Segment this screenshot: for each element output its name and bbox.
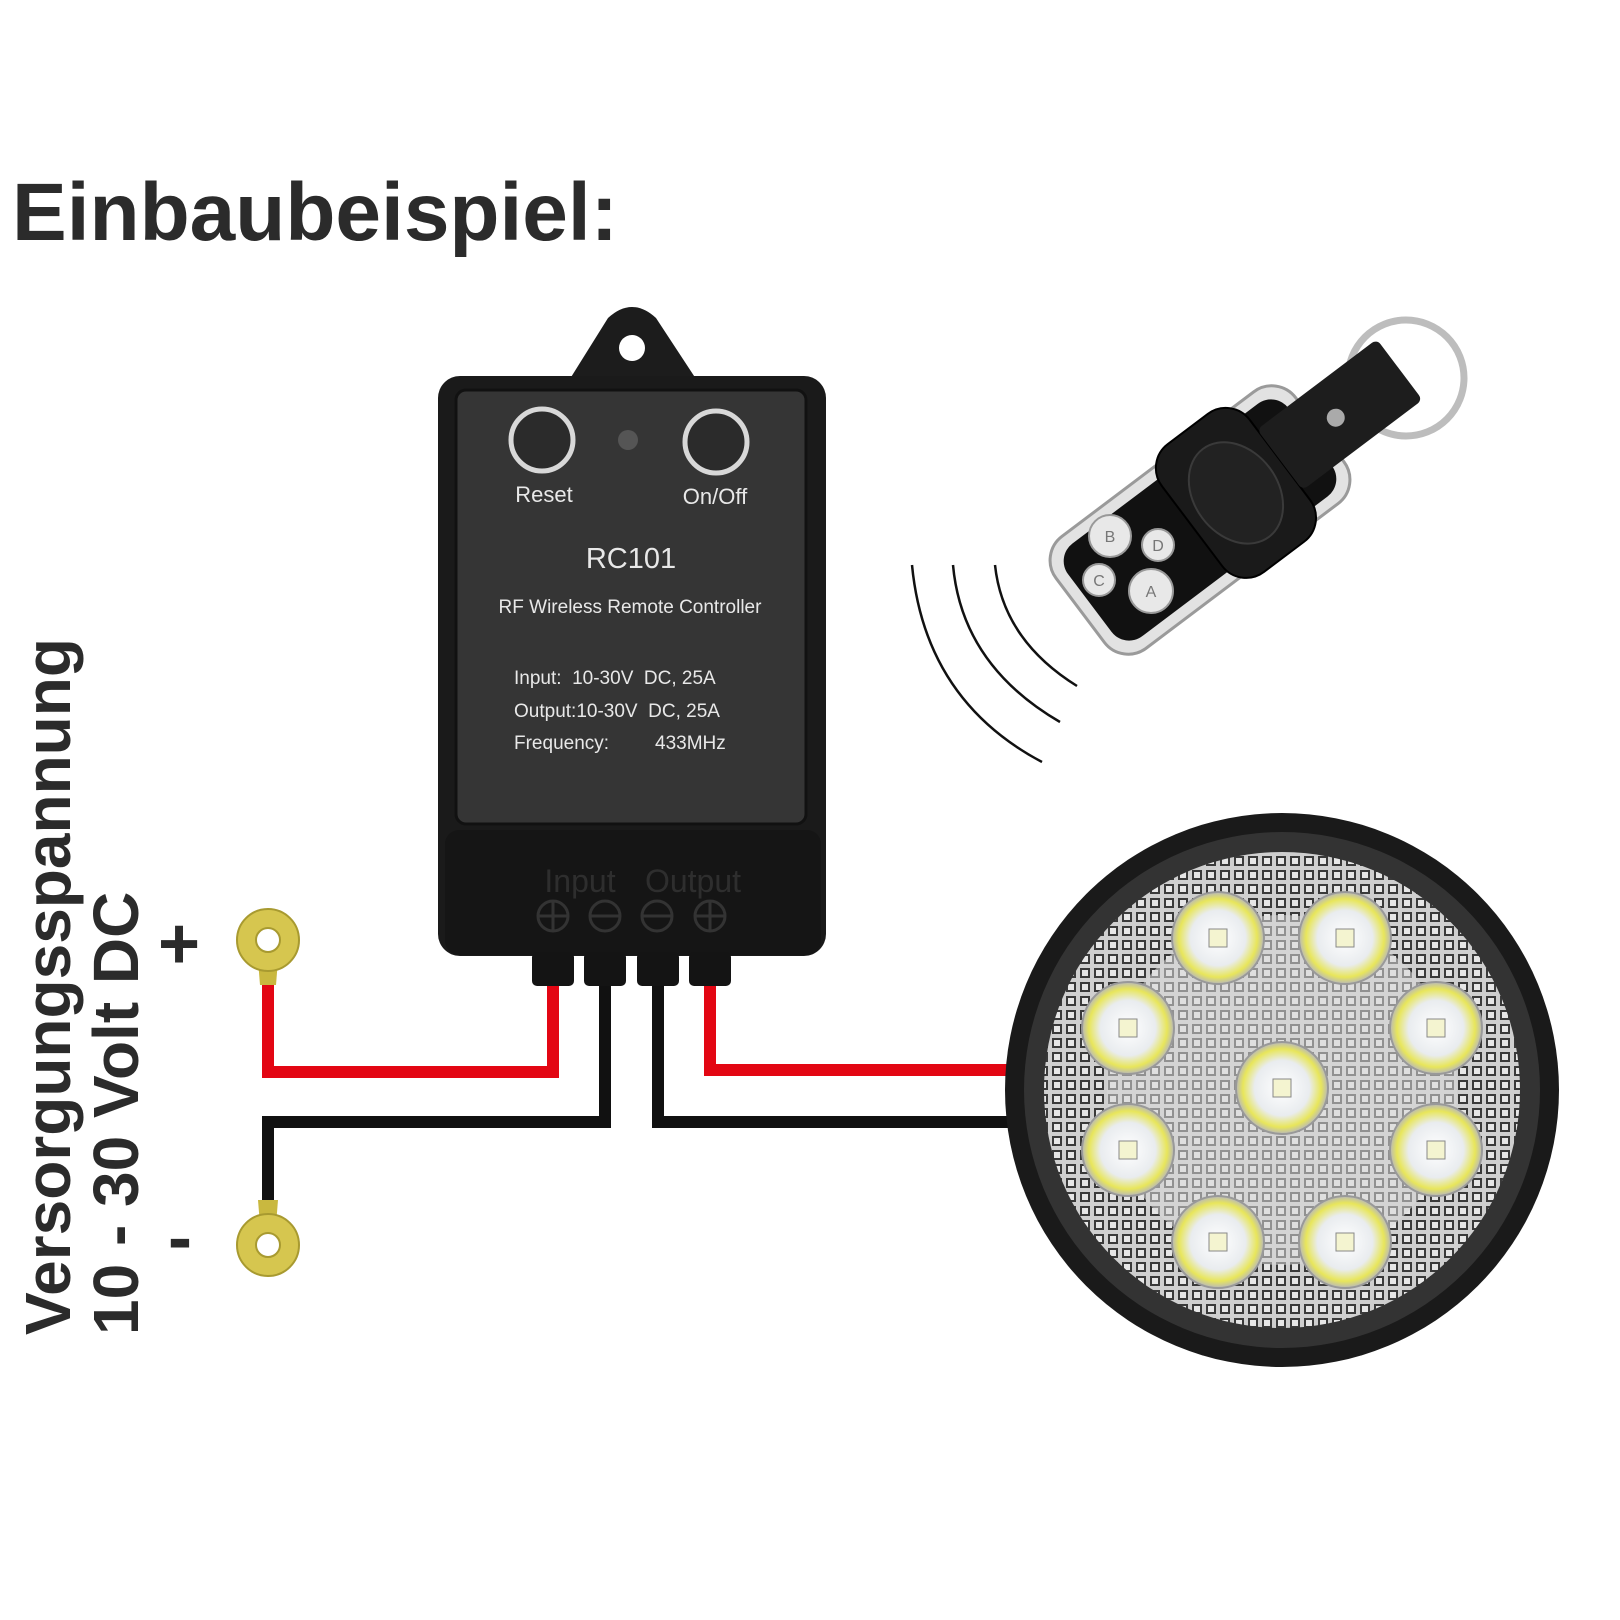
radio-signal-icon <box>910 564 1078 764</box>
reset-label: Reset <box>515 482 572 507</box>
mounting-hole <box>619 335 645 361</box>
status-led <box>618 430 638 450</box>
negative-ring-terminal <box>236 1200 300 1277</box>
remote-button-b[interactable]: B <box>1088 514 1132 558</box>
reset-button[interactable] <box>508 406 576 474</box>
input-spec: Input: 10-30V DC, 25A <box>514 668 716 689</box>
led-chip <box>1272 1078 1292 1098</box>
onoff-label: On/Off <box>683 484 748 509</box>
input-negative-wire <box>262 980 611 1218</box>
led-work-light <box>1005 813 1559 1367</box>
output-positive-wire <box>704 980 1015 1076</box>
led-chip <box>1335 1232 1355 1252</box>
plus-label: + <box>158 904 200 984</box>
port-input-label: Input <box>544 863 615 899</box>
input-minus-symbol <box>588 899 622 933</box>
frequency-value: 433MHz <box>655 733 726 754</box>
svg-text:B: B <box>1105 529 1116 546</box>
remote-button-a[interactable]: A <box>1128 568 1174 614</box>
model-name: RC101 <box>586 543 676 575</box>
minus-label: - <box>168 1198 192 1278</box>
leather-strap <box>1259 341 1421 488</box>
remote-button-d[interactable]: D <box>1141 528 1175 562</box>
led-chip <box>1426 1018 1446 1038</box>
rc101-controller: Reset On/Off RC101 RF Wireless Remote Co… <box>438 307 826 986</box>
cable-glands <box>532 952 731 986</box>
input-positive-wire <box>262 968 559 1078</box>
led-chip <box>1118 1018 1138 1038</box>
led-chip <box>1208 928 1228 948</box>
led-chip <box>1118 1140 1138 1160</box>
output-minus-symbol <box>640 899 674 933</box>
page-title: Einbaubeispiel: <box>12 167 618 258</box>
output-plus-symbol <box>693 899 727 933</box>
svg-text:C: C <box>1093 573 1105 590</box>
svg-text:A: A <box>1146 584 1157 601</box>
device-description: RF Wireless Remote Controller <box>499 597 763 618</box>
port-output-label: Output <box>645 863 741 899</box>
output-negative-wire <box>652 980 1015 1128</box>
led-chip <box>1208 1232 1228 1252</box>
supply-voltage-label: Versorgungsspannung <box>12 638 84 1335</box>
input-plus-symbol <box>536 899 570 933</box>
led-chip <box>1335 928 1355 948</box>
output-spec: Output:10-30V DC, 25A <box>514 701 720 722</box>
positive-ring-terminal <box>236 908 300 985</box>
remote-key-fob: A B C D <box>1048 316 1468 656</box>
svg-text:D: D <box>1152 538 1164 555</box>
onoff-button[interactable] <box>682 408 750 476</box>
remote-button-c[interactable]: C <box>1082 563 1116 597</box>
led-chip <box>1426 1140 1446 1160</box>
frequency-label: Frequency: <box>514 733 609 754</box>
supply-voltage-range: 10 - 30 Volt DC <box>80 892 152 1335</box>
controller-faceplate <box>454 388 808 826</box>
